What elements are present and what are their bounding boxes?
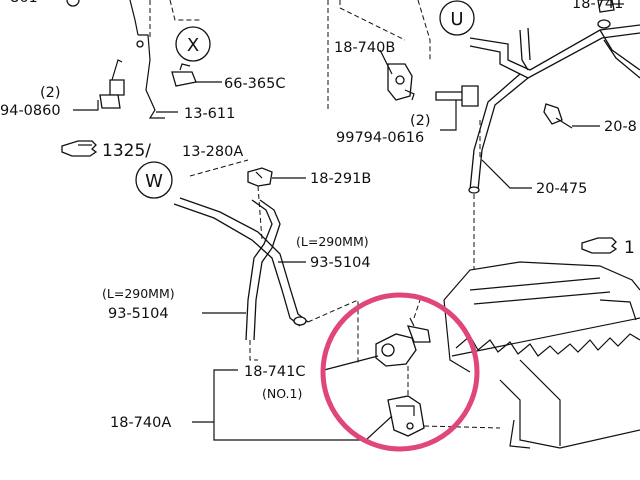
label-13-611: 13-611: [184, 106, 235, 122]
bracket-18-740a: [387, 395, 425, 437]
vacuum-pipe-20-475: [468, 24, 640, 194]
hose-18-291b: [247, 167, 273, 187]
highlight-circle: [320, 292, 480, 452]
leader: [440, 100, 457, 131]
callout-x: X: [175, 26, 211, 62]
label-ref-1325: 1325/: [102, 141, 151, 161]
callout-u-label: U: [450, 9, 463, 30]
label-18-740a: 18-740A: [110, 415, 171, 431]
dash-line: [257, 185, 263, 241]
fitting-18-741-top: [597, 0, 615, 29]
callout-u: U: [439, 0, 475, 36]
clip-20-8: [543, 103, 573, 129]
dash-line: [413, 299, 421, 319]
label-18-741c: 18-741C: [244, 364, 305, 380]
label-qty-left: (2): [40, 85, 61, 101]
label-ref-13-280a: 13-280A: [182, 144, 243, 160]
callout-w: W: [135, 161, 173, 199]
leader: [481, 159, 532, 189]
callout-x-label: X: [187, 35, 199, 56]
air-cleaner-housing: [443, 261, 640, 449]
bolt-94-0860: [99, 59, 125, 109]
leader: [73, 100, 99, 111]
callout-w-label: W: [145, 171, 163, 192]
label-94-0860: 94-0860: [0, 103, 61, 119]
dash-line: [423, 425, 501, 429]
label-20-475: 20-475: [536, 181, 587, 197]
hand-pointer-icon: [61, 140, 98, 157]
sensor-18-740b: [387, 63, 415, 101]
label-18-291b: 18-291B: [310, 171, 371, 187]
bolt-99794-0616: [435, 85, 479, 107]
clip-66-365c: [171, 63, 197, 87]
solenoid-valve-18-741c: [375, 317, 431, 367]
label-ref-right: 1: [624, 238, 635, 258]
bracket-13-611: [129, 0, 165, 119]
label-18-740b: 18-740B: [334, 40, 395, 56]
label-20-8: 20-8: [604, 119, 637, 135]
hose-93-5104: [173, 197, 309, 341]
dash-line: [307, 299, 359, 364]
dash-line: [417, 0, 431, 60]
label-93-5104-a: 93-5104: [310, 255, 371, 271]
hand-pointer-icon: [581, 237, 618, 254]
label-18-741-top: 18-741: [572, 0, 623, 12]
leader: [323, 355, 379, 371]
dash-line: [169, 0, 200, 21]
label-no1: (NO.1): [262, 386, 302, 401]
label-66-365c: 66-365C: [224, 76, 285, 92]
dash-line: [249, 340, 258, 361]
partial-circle: [66, 0, 80, 7]
leader: [213, 369, 393, 441]
leader: [379, 49, 393, 75]
label-top-left-fragment: 861: [10, 0, 38, 6]
label-qty-mid: (2): [410, 113, 431, 129]
label-93-5104-b: 93-5104: [108, 306, 169, 322]
label-hose-length-1: (L=290MM): [296, 234, 369, 249]
label-99794-0616: 99794-0616: [336, 130, 424, 146]
label-hose-length-2: (L=290MM): [102, 286, 175, 301]
dash-line: [189, 159, 249, 177]
dash-line: [339, 0, 406, 41]
